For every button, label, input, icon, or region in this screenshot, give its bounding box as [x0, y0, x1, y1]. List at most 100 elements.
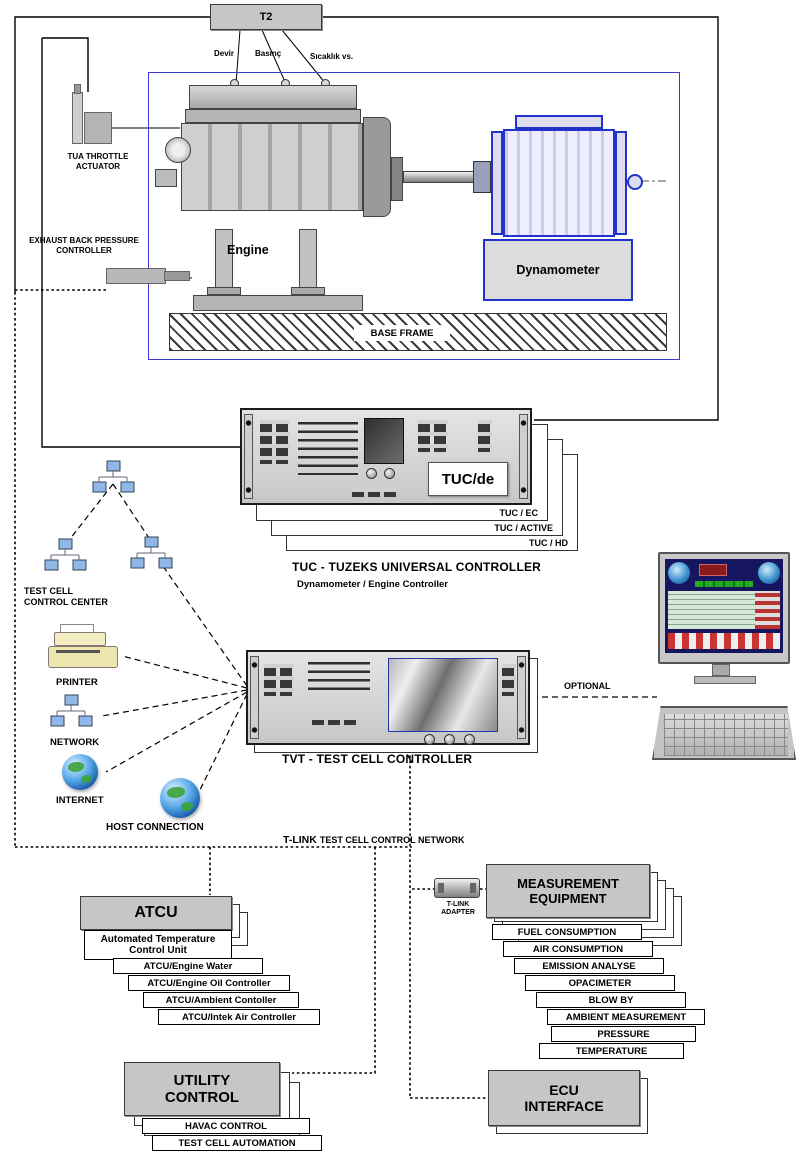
screen-alarm-panel	[699, 564, 727, 576]
printer-slot	[56, 650, 100, 653]
dyno-top-cap	[515, 115, 603, 129]
tvt-knob-3	[464, 734, 475, 745]
globe-landmass	[181, 802, 193, 811]
tuc-knob-1	[366, 468, 377, 479]
atcu-item: ATCU/Ambient Contoller	[143, 992, 299, 1008]
tvt-vent-slots	[308, 662, 370, 690]
tuc-vent-slots-lower	[298, 456, 358, 475]
network-tree-icon-right	[130, 536, 173, 569]
tuc-button-grid-right	[418, 420, 448, 452]
engine-leg-front	[215, 229, 233, 289]
tuc-mount-ear-right	[519, 414, 528, 499]
tuc-controller-rack: TUC/de	[240, 408, 532, 505]
dyno-end-disc-left	[491, 131, 503, 235]
utility-item: TEST CELL AUTOMATION	[152, 1135, 322, 1151]
atcu-box: ATCU	[80, 896, 232, 930]
atcu-item: ATCU/Engine Oil Controller	[128, 975, 290, 991]
tuc-variant-hd: TUC / HD	[529, 538, 568, 548]
atcu-subtitle-box: Automated Temperature Control Unit	[84, 930, 232, 960]
engine-leg-rear	[299, 229, 317, 289]
measurement-item: OPACIMETER	[525, 975, 675, 991]
tuc-button-grid-left	[260, 420, 290, 464]
throttle-actuator-cap	[74, 84, 81, 94]
control-center-label: TEST CELL CONTROL CENTER	[24, 586, 108, 607]
tlink-adapter-label: T-LINK ADAPTER	[441, 901, 475, 917]
network-tree-icon-top	[92, 460, 135, 493]
network-label: NETWORK	[50, 737, 100, 748]
engine-foot-rear	[291, 287, 325, 295]
screen-bottom-strip	[668, 633, 780, 649]
test-bench-frame: Engine Dynamometer BASE FRAME	[148, 72, 680, 360]
base-frame-label: BASE FRAME	[354, 325, 450, 341]
keyboard-keys	[664, 714, 788, 756]
throttle-actuator-rod	[72, 92, 83, 144]
tlink-adapter-icon	[434, 878, 480, 898]
dotted-network-wires	[14, 289, 487, 1099]
keyboard-icon	[652, 706, 796, 760]
engine-pulley	[165, 137, 191, 163]
adapter-end-left	[438, 883, 444, 893]
engine-head	[185, 109, 361, 123]
tuc-button-column	[478, 420, 492, 452]
sensor-label-basinc: Basınç	[255, 49, 282, 58]
monitor-base	[694, 676, 756, 684]
drive-shaft	[403, 171, 481, 183]
sensor-label-devir: Devir	[214, 49, 235, 58]
tvt-controller-rack	[246, 650, 530, 745]
network-tree-icon-left	[44, 538, 87, 571]
measurement-title: MEASUREMENT EQUIPMENT	[517, 876, 619, 906]
dyno-end-disc-right	[615, 131, 627, 235]
tlink-name: T-LINK	[283, 834, 317, 846]
utility-item: HAVAC CONTROL	[142, 1118, 310, 1134]
tuc-title: TUC - TUZEKS UNIVERSAL CONTROLLER	[292, 560, 542, 574]
dyno-shaft-stub	[627, 174, 643, 190]
tvt-display	[388, 658, 498, 732]
tuc-knob-2	[384, 468, 395, 479]
monitor-stand	[712, 664, 730, 676]
solid-wires	[14, 16, 719, 448]
monitor-screen	[665, 559, 783, 653]
measurement-item: AIR CONSUMPTION	[503, 941, 653, 957]
tuc-variant-ec: TUC / EC	[499, 508, 538, 518]
measurement-item: AMBIENT MEASUREMENT	[547, 1009, 705, 1025]
tvt-knob-1	[424, 734, 435, 745]
dashed-peripheral-wires	[65, 483, 657, 797]
printer-label: PRINTER	[56, 677, 98, 688]
engine-bell-housing	[363, 117, 391, 217]
tuc-panel-label: TUC/de	[428, 462, 508, 496]
dynamometer-label: Dynamometer	[516, 262, 600, 277]
measurement-item: EMISSION ANALYSE	[514, 958, 664, 974]
screen-green-bars	[695, 581, 753, 587]
engine-foot-front	[207, 287, 241, 295]
internet-globe-icon	[62, 754, 98, 790]
tuc-vent-slots-upper	[298, 422, 358, 450]
engine-block	[181, 123, 363, 211]
tuc-button-row-bottom	[352, 488, 396, 497]
engine-flywheel-hub	[391, 157, 403, 201]
printer-icon	[46, 624, 122, 674]
atcu-subtitle: Automated Temperature Control Unit	[100, 934, 216, 956]
engine-valve-cover	[189, 85, 357, 109]
tvt-mount-ear-right	[517, 656, 526, 739]
adapter-end-right	[470, 883, 476, 893]
atcu-item: ATCU/Intek Air Controller	[158, 1009, 320, 1025]
tuc-display	[364, 418, 404, 464]
measurement-equipment-box: MEASUREMENT EQUIPMENT	[486, 864, 650, 918]
tvt-button-column	[502, 664, 516, 696]
tvt-button-grid-left	[264, 664, 294, 696]
tuc-mount-ear-left	[244, 414, 253, 499]
measurement-item: BLOW BY	[536, 992, 686, 1008]
ecu-title: ECU INTERFACE	[524, 1082, 604, 1114]
utility-control-box: UTILITY CONTROL	[124, 1062, 280, 1116]
screen-gauge-right	[758, 562, 780, 584]
measurement-item: PRESSURE	[551, 1026, 696, 1042]
atcu-item: ATCU/Engine Water	[113, 958, 263, 974]
exhaust-pipe	[164, 271, 190, 281]
host-connection-label: HOST CONNECTION	[106, 822, 204, 833]
dyno-pedestal: Dynamometer	[483, 239, 633, 301]
exhaust-controller-body	[106, 268, 166, 284]
utility-title: UTILITY CONTROL	[164, 1072, 240, 1106]
tlink-network-text: TEST CELL CONTROL NETWORK	[319, 835, 465, 845]
